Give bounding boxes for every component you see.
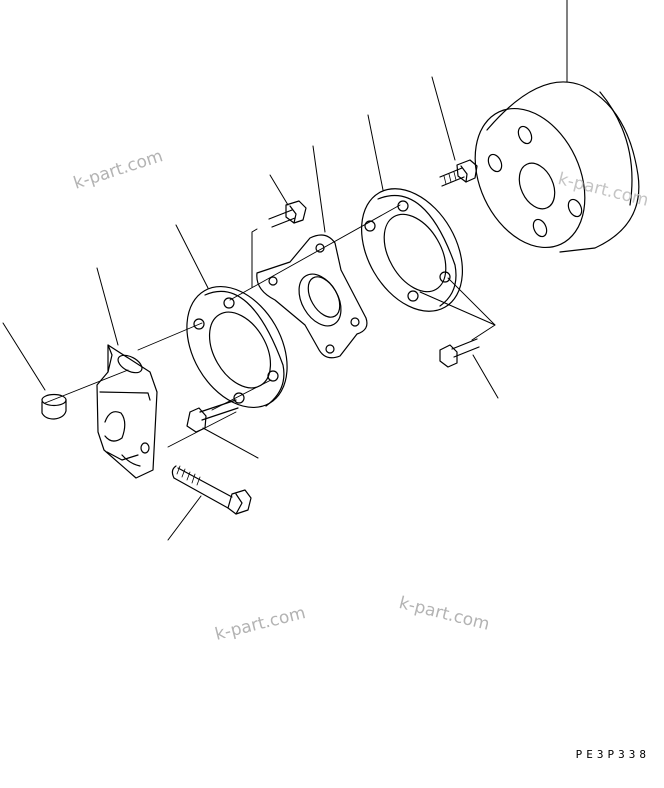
short-bolt-upper: [268, 200, 307, 228]
short-bolt-lower: [186, 399, 239, 433]
bracket: [96, 344, 158, 479]
coupling-flange: [256, 234, 368, 359]
nut: [41, 393, 67, 420]
flange-ring-front: [186, 285, 288, 409]
long-bolt: [171, 465, 252, 515]
short-bolt-right: [439, 338, 480, 368]
flange-ring-rear: [360, 188, 464, 312]
damper-drum: [474, 81, 640, 253]
leader-lines: [2, 0, 568, 541]
drawing-code: PE3P338: [575, 748, 650, 761]
short-bolt-top: [439, 159, 478, 187]
